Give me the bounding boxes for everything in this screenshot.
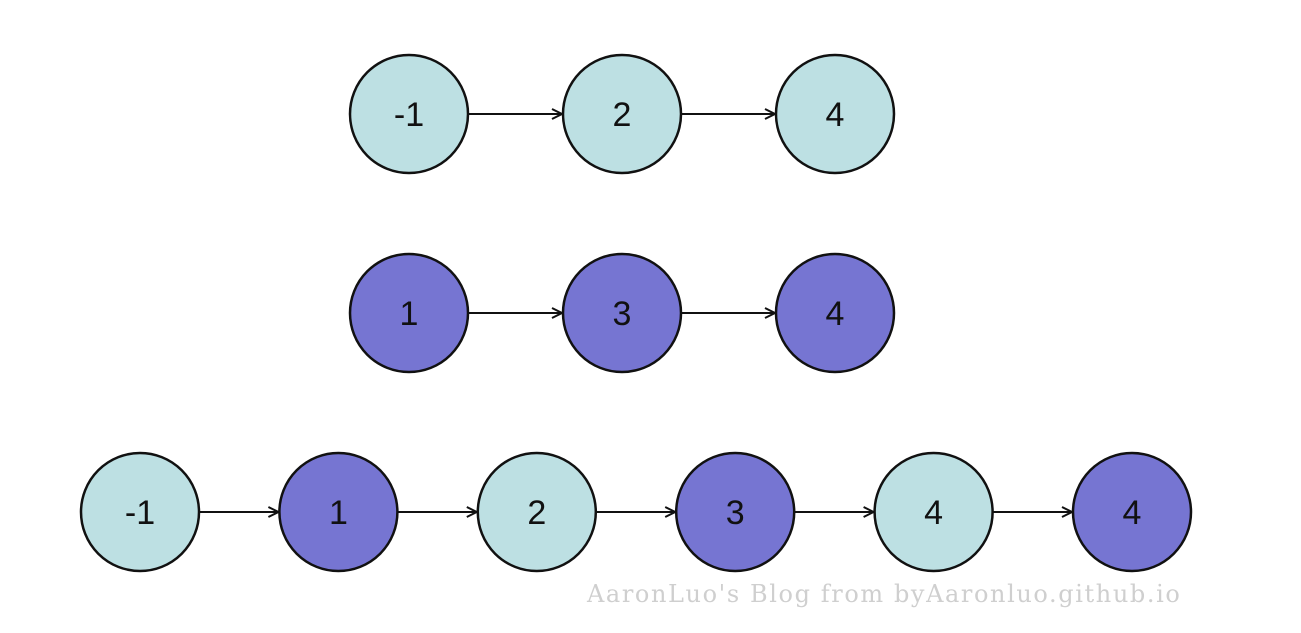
node-circle <box>774 53 896 175</box>
list-node: 2 <box>561 53 683 175</box>
list-node: -1 <box>79 451 201 573</box>
list-node: -1 <box>348 53 470 175</box>
node-value: 2 <box>527 494 546 532</box>
node-circle <box>873 451 994 573</box>
node-circle <box>348 53 470 175</box>
node-value: 1 <box>329 494 348 532</box>
watermark-text: AaronLuo's Blog from byAaronluo.github.i… <box>587 580 1182 608</box>
node-circle <box>674 451 796 573</box>
node-value: 4 <box>826 96 845 134</box>
node-value: 3 <box>726 494 745 532</box>
node-value: 2 <box>613 96 632 134</box>
list-node: 4 <box>1071 451 1193 573</box>
node-value: 3 <box>613 295 632 333</box>
list-node: 4 <box>774 53 896 175</box>
list-a: -1 2 4 <box>348 53 896 175</box>
list-node: 1 <box>348 252 470 374</box>
list-node: 3 <box>674 451 796 573</box>
list-node: 1 <box>278 451 399 573</box>
node-value: 1 <box>400 295 419 333</box>
node-circle <box>79 451 201 573</box>
merged-list: -1 1 2 3 4 4 <box>79 451 1193 573</box>
node-circle <box>476 451 598 573</box>
node-value: 4 <box>1123 494 1142 532</box>
node-circle <box>348 252 470 374</box>
node-circle <box>561 252 683 374</box>
node-value: -1 <box>125 494 155 532</box>
list-node: 3 <box>561 252 683 374</box>
list-rows: -1 2 4 1 3 4 -1 1 2 3 4 4 <box>79 53 1193 573</box>
node-value: 4 <box>924 494 943 532</box>
list-node: 2 <box>476 451 598 573</box>
list-node: 4 <box>774 252 896 374</box>
node-circle <box>561 53 683 175</box>
node-value: 4 <box>826 295 845 333</box>
node-circle <box>278 451 399 573</box>
node-value: -1 <box>394 96 424 134</box>
list-node: 4 <box>873 451 994 573</box>
node-circle <box>1071 451 1193 573</box>
node-circle <box>774 252 896 374</box>
list-b: 1 3 4 <box>348 252 896 374</box>
